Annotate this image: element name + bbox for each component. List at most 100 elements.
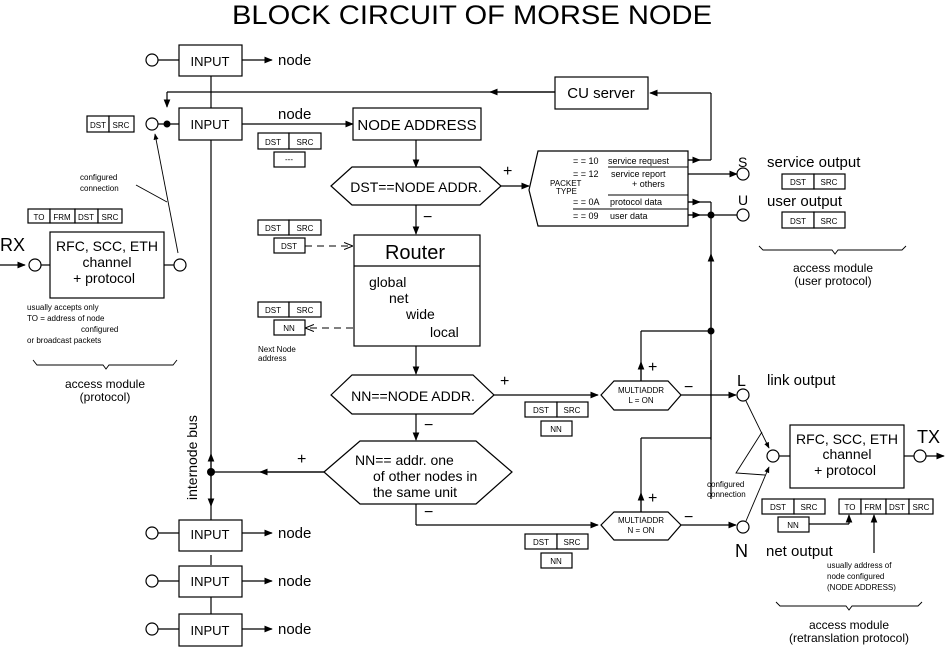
user-output-port[interactable] (736, 208, 750, 222)
link-output-label: link output (767, 372, 836, 389)
plus-label: + (648, 490, 657, 507)
net-output-label: net output (766, 543, 834, 560)
node-label: node (278, 573, 311, 590)
u-port-label: U (738, 192, 748, 208)
tx-module-label: access module (809, 618, 889, 632)
tx-note: usually address of node configured (NODE… (827, 561, 896, 592)
svg-text:DST: DST (90, 121, 106, 130)
net-output-port[interactable] (736, 520, 750, 534)
node-label: node (278, 106, 311, 123)
input-row: INPUT node (145, 519, 311, 552)
tx-frame: DST SRC NN (761, 498, 826, 533)
nn-l-frame: DST SRC NN (524, 401, 589, 437)
svg-text:TO: TO (34, 213, 45, 222)
svg-text:SRC: SRC (564, 538, 581, 547)
input-label: INPUT (191, 574, 230, 589)
minus-label: − (424, 417, 433, 434)
nn-other-decision (323, 440, 513, 505)
tx-module-label: (retranslation protocol) (789, 631, 909, 645)
user-output-label: user output (767, 193, 843, 210)
rx-channel-label: RFC, SCC, ETH (56, 238, 158, 254)
minus-label: − (424, 504, 433, 521)
multiaddr-n-label: N = ON (628, 526, 655, 535)
node-label: node (278, 621, 311, 638)
svg-text:(NODE ADDRESS): (NODE ADDRESS) (827, 583, 896, 592)
svg-text:SRC: SRC (821, 217, 838, 226)
diagram-title: BLOCK CIRCUIT OF MORSE NODE (232, 0, 712, 30)
packet-row-code: = = 0A (573, 197, 600, 207)
multiaddr-l-label: L = ON (628, 396, 653, 405)
svg-text:FRM: FRM (53, 213, 71, 222)
rx-channel-label: + protocol (73, 270, 135, 286)
tx-port[interactable] (913, 449, 927, 463)
svg-text:DST: DST (265, 224, 281, 233)
rx-out-port[interactable] (173, 258, 187, 272)
svg-text:SRC: SRC (801, 503, 818, 512)
plus-label: + (648, 359, 657, 376)
cu-server-block (554, 76, 649, 110)
rx-note: usually accepts only TO = address of nod… (27, 303, 118, 345)
packet-row-desc: service report (611, 169, 666, 179)
input-row: INPUT node (145, 565, 311, 598)
router-out-frame: DST SRC NN (257, 301, 322, 336)
packet-row-code: = = 12 (573, 169, 599, 179)
svg-text:SRC: SRC (564, 406, 581, 415)
input-port[interactable] (145, 53, 159, 67)
multiaddr-l-label: MULTIADDR (618, 386, 664, 395)
main-input-frame: DST SRC --- (257, 132, 322, 168)
input-port[interactable] (145, 622, 159, 636)
nn-other-label: of other nodes in (373, 468, 477, 484)
svg-text:configured: configured (81, 325, 118, 334)
rx-label: RX (0, 235, 25, 255)
tx-in-port[interactable] (766, 449, 780, 463)
svg-text:DST: DST (78, 213, 94, 222)
input-label: INPUT (191, 527, 230, 542)
input-block-main (178, 107, 243, 141)
minus-label: − (684, 509, 693, 526)
rx-port[interactable] (28, 258, 42, 272)
input-port-main[interactable] (145, 117, 159, 131)
tx-configured-label: connection (707, 490, 746, 499)
next-node-label: address (258, 354, 286, 363)
svg-text:SRC: SRC (297, 138, 314, 147)
packet-type-label: TYPE (556, 187, 577, 196)
rx-module-label: access module (65, 377, 145, 391)
multiaddr-n-label: MULTIADDR (618, 516, 664, 525)
svg-text:SRC: SRC (113, 121, 130, 130)
svg-text:DST: DST (790, 217, 806, 226)
service-output-label: service output (767, 154, 861, 171)
router-block (353, 234, 481, 347)
input-block (178, 613, 243, 647)
user-module-brace (758, 245, 907, 255)
packet-row-desc: + others (632, 179, 665, 189)
link-output-port[interactable] (736, 388, 750, 402)
router-level: local (430, 324, 459, 340)
router-level: global (369, 274, 406, 290)
tx-channel-label: + protocol (814, 462, 876, 478)
svg-text:DST: DST (265, 306, 281, 315)
tx-header-frame: TO FRM DST SRC (838, 498, 934, 515)
user-frame: DST SRC (781, 211, 846, 229)
svg-text:NN: NN (787, 521, 799, 530)
configured-connection-label: connection (80, 184, 119, 193)
nn-other-label: the same unit (373, 484, 457, 500)
input-block (178, 519, 243, 552)
user-module-label: (user protocol) (794, 274, 871, 288)
svg-text:DST: DST (533, 538, 549, 547)
input-port[interactable] (145, 574, 159, 588)
input-port[interactable] (145, 526, 159, 540)
dst-check-label: DST==NODE ADDR. (350, 179, 481, 195)
left-frame: DST SRC (86, 115, 135, 133)
minus-label: − (423, 209, 432, 226)
user-module-label: access module (793, 261, 873, 275)
node-label: node (278, 525, 311, 542)
cu-server-label: CU server (567, 85, 635, 102)
svg-text:SRC: SRC (913, 503, 930, 512)
nn-check-label: NN==NODE ADDR. (351, 388, 475, 404)
rx-header-frame: TO FRM DST SRC (27, 208, 123, 224)
svg-text:SRC: SRC (297, 306, 314, 315)
svg-text:usually accepts only: usually accepts only (27, 303, 99, 312)
svg-text:NN: NN (550, 425, 562, 434)
service-output-port[interactable] (736, 167, 750, 181)
